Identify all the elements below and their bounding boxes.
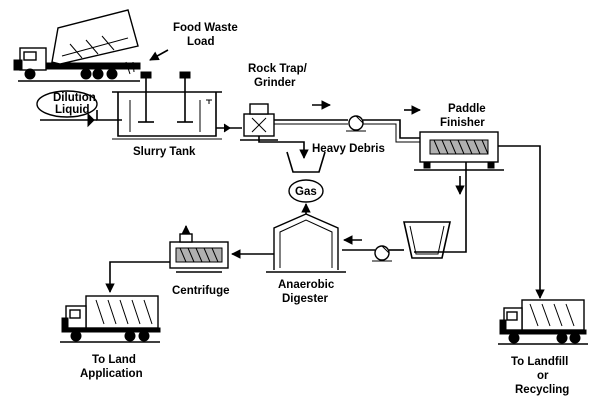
land-application-truck-icon xyxy=(60,295,161,343)
to-landfill-or-recycling-label: To Landfill or Recycling xyxy=(511,356,571,396)
food-waste-load-label: Food Waste Load xyxy=(173,22,241,48)
heavy-debris-bin xyxy=(286,151,326,173)
dilution-liquid-ellipse xyxy=(36,90,98,118)
food-waste-arrow xyxy=(149,49,169,61)
paddle-finisher-label: Paddle Finisher xyxy=(440,103,489,129)
paddle-finisher xyxy=(414,131,504,171)
gas-ellipse xyxy=(288,179,324,203)
pump-icon-2 xyxy=(372,245,392,262)
dump-truck-icon xyxy=(13,9,141,82)
holding-bin xyxy=(403,221,451,259)
centrifuge-label: Centrifuge xyxy=(172,285,230,297)
rock-trap-grinder xyxy=(240,103,278,141)
anaerobic-digester-label: Anaerobic Digester xyxy=(278,279,337,305)
pump-icon xyxy=(346,115,366,132)
arrow-to-landfill xyxy=(498,145,545,299)
gas-label: Gas xyxy=(295,186,317,198)
slurry-tank-label: Slurry Tank xyxy=(133,146,196,158)
dilution-liquid-label: Dilution Liquid xyxy=(53,92,99,116)
rock-trap-grinder-label: Rock Trap/ Grinder xyxy=(248,63,310,89)
landfill-truck-icon xyxy=(498,299,588,345)
to-land-application-label: To Land Application xyxy=(80,354,143,380)
heavy-debris-label: Heavy Debris xyxy=(312,143,385,155)
centrifuge xyxy=(169,225,229,273)
anaerobic-digester xyxy=(266,203,346,273)
slurry-tank xyxy=(112,71,222,140)
